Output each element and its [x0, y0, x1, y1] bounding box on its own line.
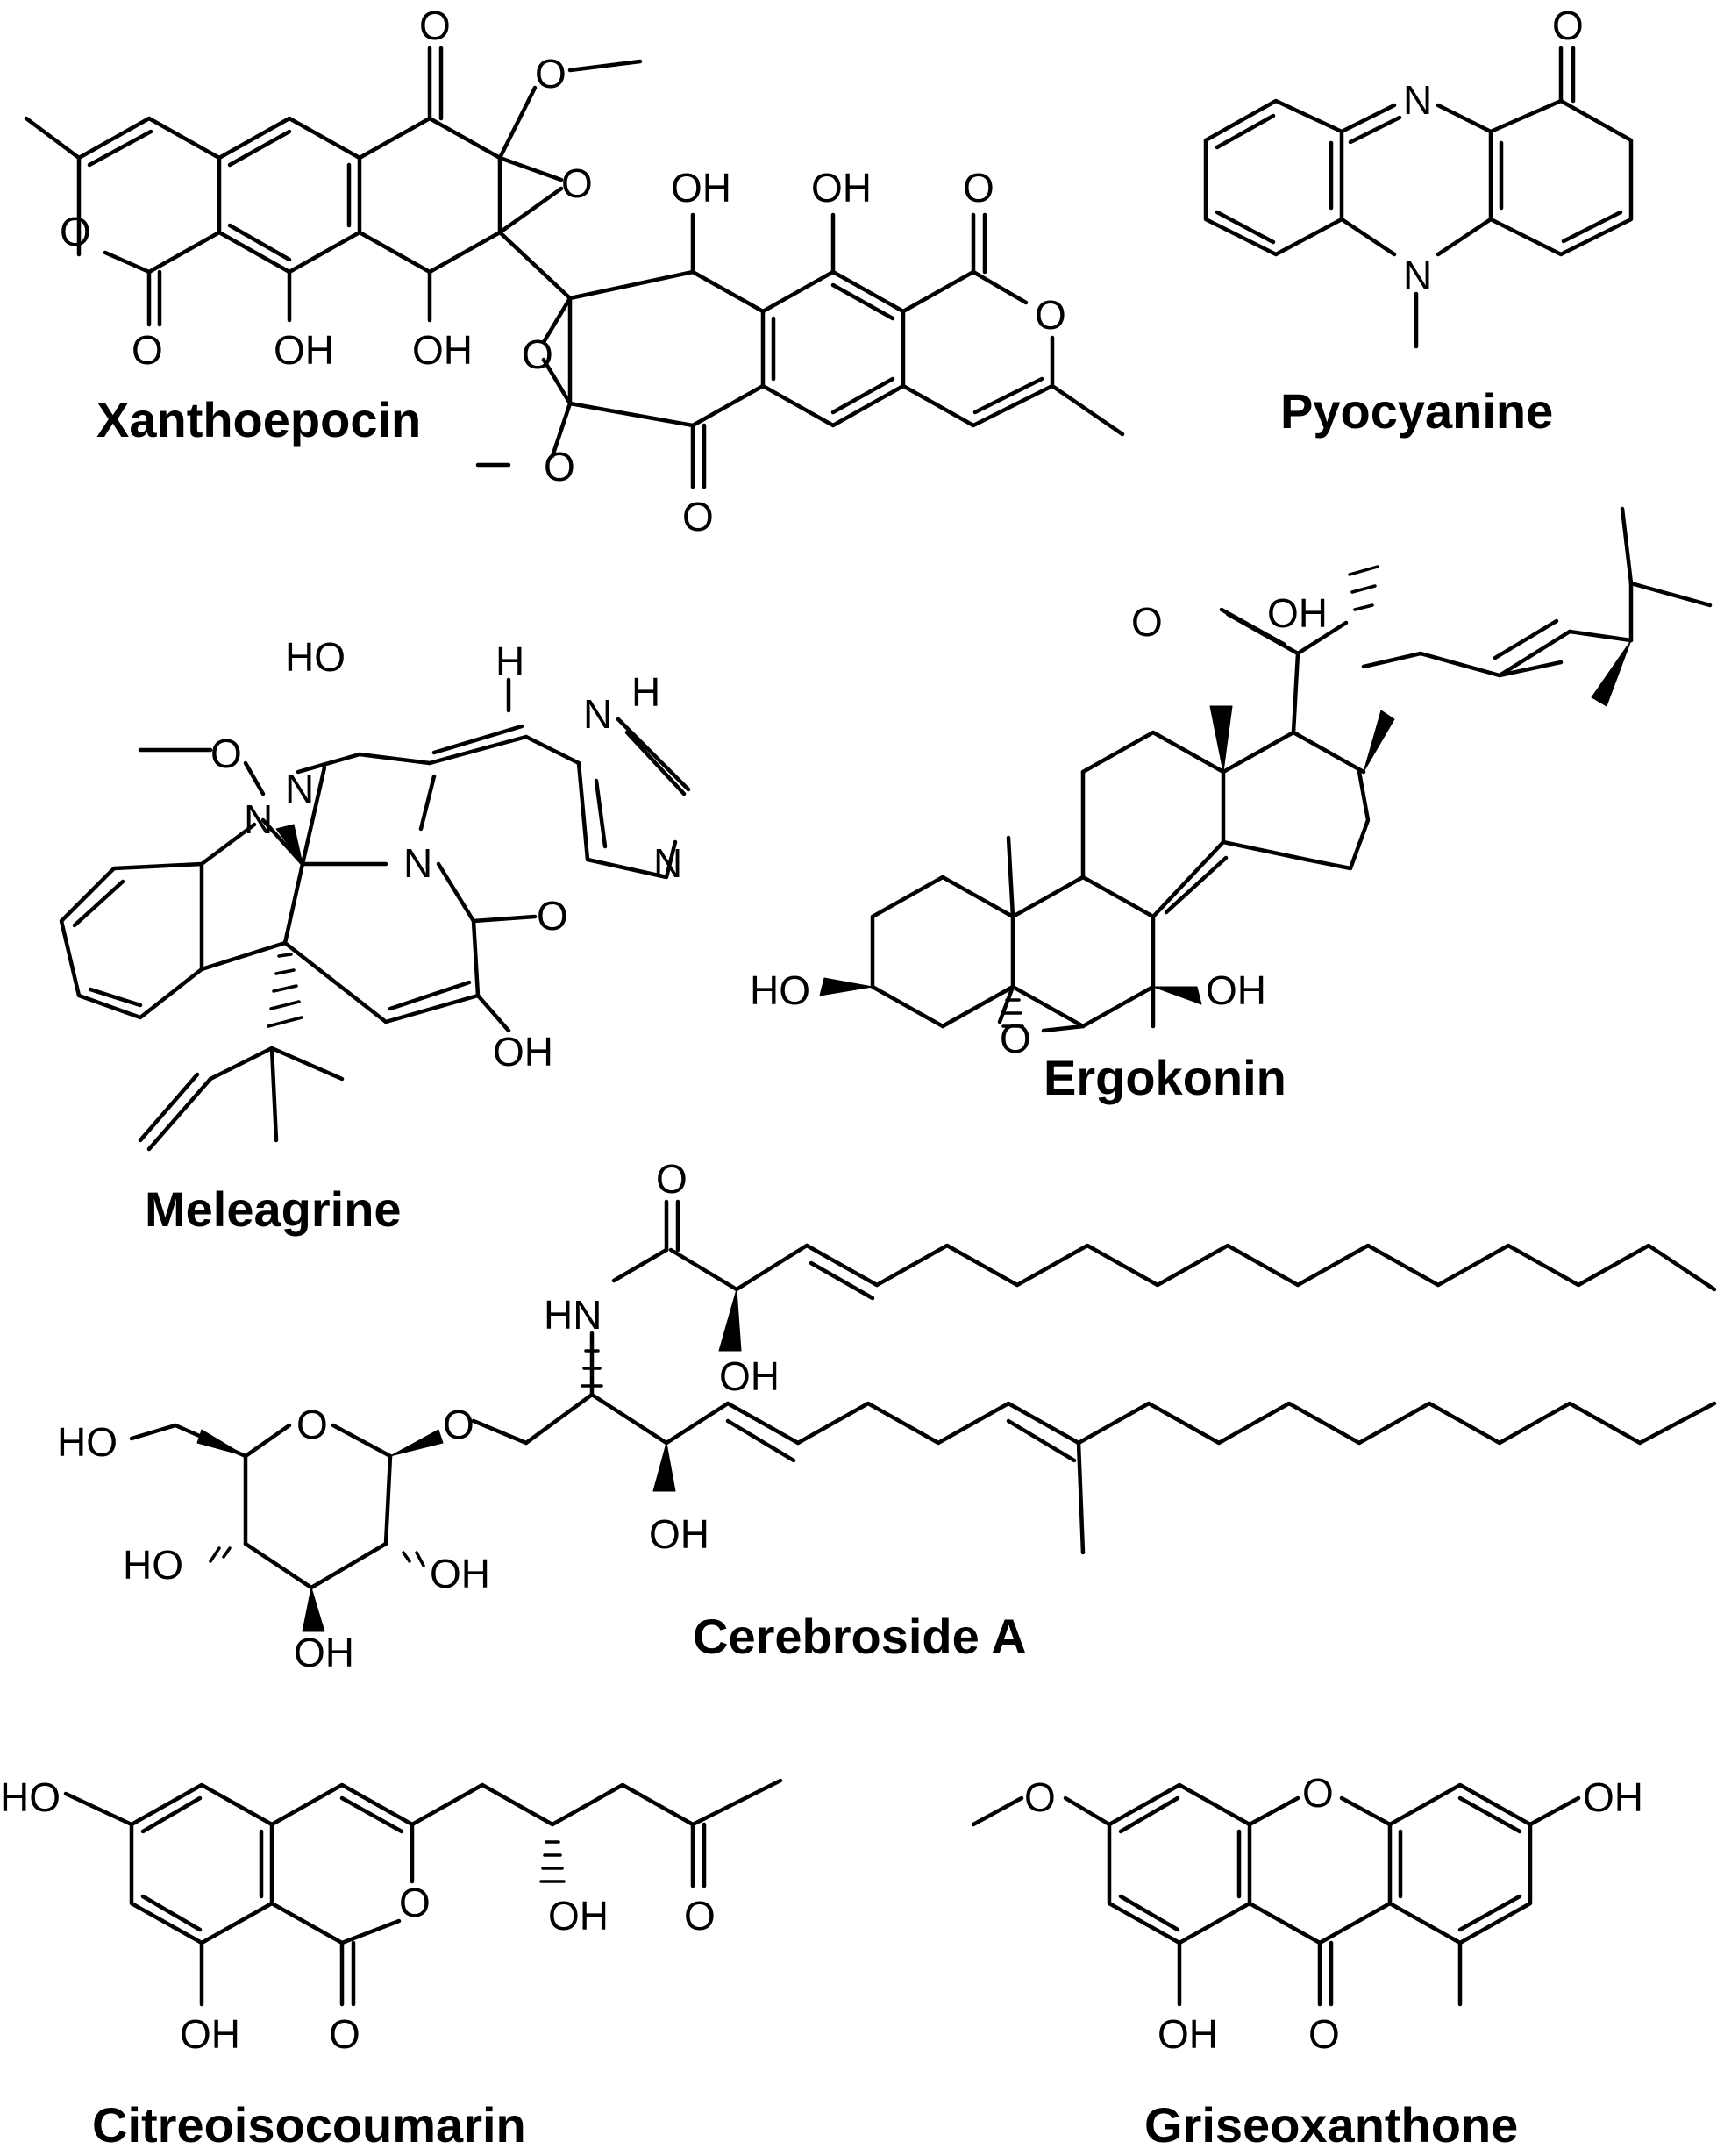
atom-o-py1: O	[1552, 3, 1584, 48]
ergokonin-wedge-3	[1209, 705, 1233, 773]
atom-o-xa1: O	[419, 3, 451, 48]
atom-oh-xa4: OH	[811, 165, 872, 211]
citreoisocoumarin-label: Citreoisocoumarin	[92, 2097, 526, 2152]
atom-hn-ce1: HN	[544, 1292, 602, 1338]
cerebroside-wedge-3	[389, 1429, 444, 1457]
meleagrine-hash-bond	[267, 953, 303, 1028]
atom-o-xa5: O	[132, 327, 163, 373]
atom-o-xa3: O	[561, 161, 593, 206]
ergokonin-wedge-4	[819, 977, 873, 996]
atom-o-ci2: O	[684, 1893, 716, 1938]
ergokonin-wedge-2	[1591, 639, 1632, 707]
atom-oh-gr2: OH	[1158, 2011, 1218, 2057]
atom-o-ci1: O	[399, 1880, 431, 1925]
atom-oh-xa3: OH	[671, 165, 731, 211]
atom-h-me1: H	[495, 639, 524, 684]
xanthoepocin-label: Xanthoepocin	[96, 392, 421, 447]
atom-n-py1: N	[1403, 77, 1432, 123]
atom-o-me1: O	[210, 731, 242, 776]
atom-h-me2: H	[631, 669, 660, 715]
atom-n-me2: N	[285, 766, 314, 811]
ergokonin-hash-bonds	[1001, 565, 1379, 1028]
atom-oh-ce4: OH	[294, 1630, 354, 1675]
atom-nh-me1: N	[583, 691, 612, 737]
pyocyanine-structure	[1203, 46, 1634, 349]
atom-o-xa4: O	[60, 209, 91, 254]
ergokonin-wedge-1	[1363, 710, 1395, 773]
cerebroside-wedge-1	[652, 1442, 676, 1492]
atom-n-me4: N	[403, 840, 432, 886]
citreoisocoumarin-structure	[63, 1778, 783, 2007]
cerebroside-a-label: Cerebroside A	[693, 1609, 1027, 1664]
atom-o-xa6: O	[963, 165, 994, 211]
atom-o-gr2: O	[1302, 1770, 1334, 1816]
griseoxanthone-label: Griseoxanthone	[1144, 2097, 1518, 2152]
atom-oh-xa2: OH	[412, 327, 473, 373]
atom-o-xa2: O	[535, 51, 566, 96]
ergokonin-structure	[870, 506, 1713, 1033]
ergokonin-label: Ergokonin	[1044, 1050, 1286, 1105]
atom-n-py2: N	[1403, 253, 1432, 298]
atom-n-me3: N	[653, 840, 682, 886]
pyocyanine-label: Pyocyanine	[1280, 383, 1553, 439]
cerebroside-wedge-5	[196, 1429, 246, 1457]
meleagrine-wedge	[275, 824, 303, 865]
atom-o-xa8: O	[522, 332, 553, 377]
atom-o-xa9: O	[544, 444, 575, 489]
atom-o-ce2: O	[443, 1402, 474, 1447]
citreoisocoumarin-hash-bond	[539, 1840, 566, 1883]
atom-ho-ci1: HO	[0, 1774, 61, 1820]
atom-o-xa10: O	[682, 494, 714, 539]
atom-oh-er1: OH	[1267, 590, 1328, 636]
griseoxanthone-structure	[971, 1782, 1581, 2007]
atom-o-me2: O	[537, 893, 568, 939]
atom-o-ce1: O	[656, 1156, 688, 1202]
atom-oh-me1: OH	[493, 1029, 553, 1074]
meleagrine-label: Meleagrine	[145, 1182, 402, 1237]
atom-o-er1: O	[1131, 599, 1163, 645]
xanthoepocin-structure	[24, 46, 1125, 489]
cerebroside-wedge-2	[718, 1289, 742, 1352]
atom-oh-ce3: OH	[430, 1551, 490, 1596]
atom-oh-er2: OH	[1206, 967, 1266, 1013]
atom-o-xa7: O	[1035, 292, 1066, 338]
atom-ho-er1: HO	[750, 967, 810, 1013]
cerebroside-wedge-4	[302, 1587, 325, 1632]
atom-o-ci3: O	[329, 2011, 360, 2057]
atom-oh-ci2: OH	[180, 2011, 240, 2057]
cerebroside-hash-bonds	[209, 1349, 603, 1567]
atom-oh-ce2: OH	[649, 1511, 709, 1557]
cerebroside-a-structure	[129, 1199, 1717, 1590]
atom-oh-gr1: OH	[1583, 1774, 1643, 1820]
atom-ho-ce2: HO	[123, 1542, 183, 1588]
ergokonin-wedge-5	[1152, 986, 1202, 1005]
meleagrine-structure	[59, 677, 691, 1152]
atom-o-gr3: O	[1308, 2011, 1340, 2057]
atom-ho-ce1: HO	[57, 1419, 118, 1465]
atom-o-er2: O	[1000, 1016, 1031, 1061]
atom-oh-ci1: OH	[548, 1893, 609, 1938]
atom-n-me1: N	[244, 796, 273, 842]
atom-o-gr1: O	[1024, 1774, 1056, 1820]
atom-o-ce3: O	[296, 1402, 328, 1447]
atom-ho-me1: HO	[285, 634, 346, 680]
atom-oh-xa1: OH	[274, 327, 334, 373]
atom-oh-ce1: OH	[719, 1353, 780, 1399]
